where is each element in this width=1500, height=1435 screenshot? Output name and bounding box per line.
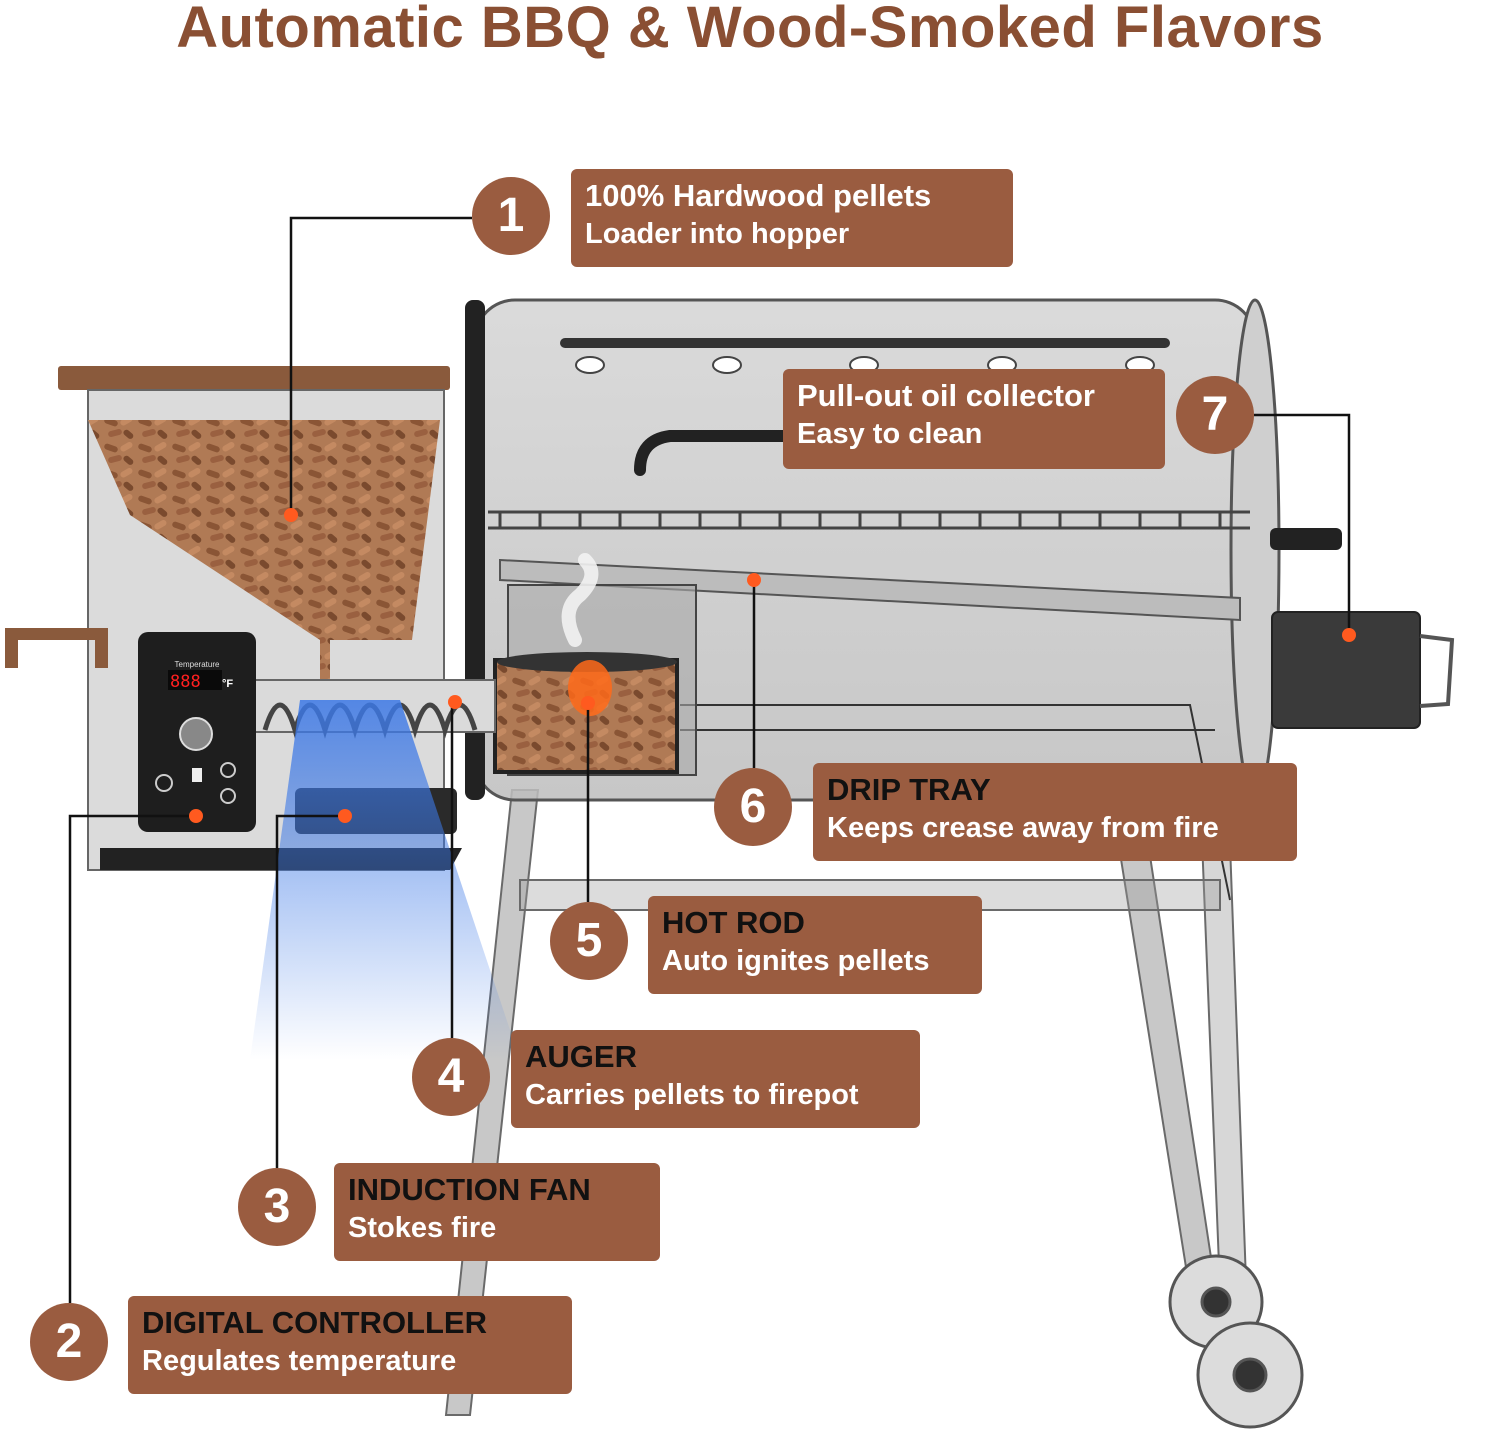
callout-box-3: INDUCTION FAN Stokes fire xyxy=(334,1163,660,1261)
callout-number-1: 1 xyxy=(472,177,550,255)
callout-box-5: HOT ROD Auto ignites pellets xyxy=(648,896,982,994)
drip-tray xyxy=(499,558,1241,622)
pointer-dot-5 xyxy=(581,696,595,710)
callout-box-2: DIGITAL CONTROLLER Regulates temperature xyxy=(128,1296,572,1394)
callout-number-4: 4 xyxy=(412,1038,490,1116)
cooking-grate xyxy=(488,510,1342,550)
callout-subtitle: Stokes fire xyxy=(348,1212,497,1244)
callout-title: AUGER xyxy=(525,1039,637,1074)
pointer-dot-2 xyxy=(189,809,203,823)
pointer-dot-1 xyxy=(284,508,298,522)
callout-subtitle: Carries pellets to firepot xyxy=(525,1079,859,1111)
page-title: Automatic BBQ & Wood-Smoked Flavors xyxy=(176,0,1324,60)
pointer-dot-6 xyxy=(747,573,761,587)
controller-unit: °F xyxy=(222,678,233,690)
firepot xyxy=(493,553,697,776)
callout-subtitle: Easy to clean xyxy=(797,418,983,450)
callout-title: HOT ROD xyxy=(662,905,805,940)
controller-label: Temperature xyxy=(175,660,220,669)
callout-title: 100% Hardwood pellets xyxy=(585,178,932,213)
oil-collector xyxy=(1271,611,1455,729)
controller-reading: 888 xyxy=(170,672,201,692)
pointer-dot-7 xyxy=(1342,628,1356,642)
digital-controller: Temperature 888 °F xyxy=(138,632,256,832)
callout-box-4: AUGER Carries pellets to firepot xyxy=(511,1030,920,1128)
callout-title: DIGITAL CONTROLLER xyxy=(142,1305,487,1340)
callout-subtitle: Auto ignites pellets xyxy=(662,945,930,977)
pointer-dot-3 xyxy=(338,809,352,823)
callout-number-7: 7 xyxy=(1176,376,1254,454)
callout-number-2: 2 xyxy=(30,1303,108,1381)
callout-subtitle: Keeps crease away from fire xyxy=(827,812,1219,844)
callout-subtitle: Regulates temperature xyxy=(142,1345,457,1377)
callout-number-6: 6 xyxy=(714,768,792,846)
leader-line-2 xyxy=(68,814,196,1303)
pointer-dot-4 xyxy=(448,695,462,709)
wheels xyxy=(1168,1254,1304,1429)
leader-line-7 xyxy=(1254,413,1351,635)
callout-box-6: DRIP TRAY Keeps crease away from fire xyxy=(813,763,1297,861)
callout-subtitle: Loader into hopper xyxy=(585,218,850,250)
callout-number-5: 5 xyxy=(550,902,628,980)
callout-title: Pull-out oil collector xyxy=(797,378,1095,413)
leader-line-3 xyxy=(275,814,345,1168)
callout-title: DRIP TRAY xyxy=(827,772,991,807)
leader-line-1 xyxy=(289,216,472,515)
callout-title: INDUCTION FAN xyxy=(348,1172,591,1207)
callout-number-3: 3 xyxy=(238,1168,316,1246)
